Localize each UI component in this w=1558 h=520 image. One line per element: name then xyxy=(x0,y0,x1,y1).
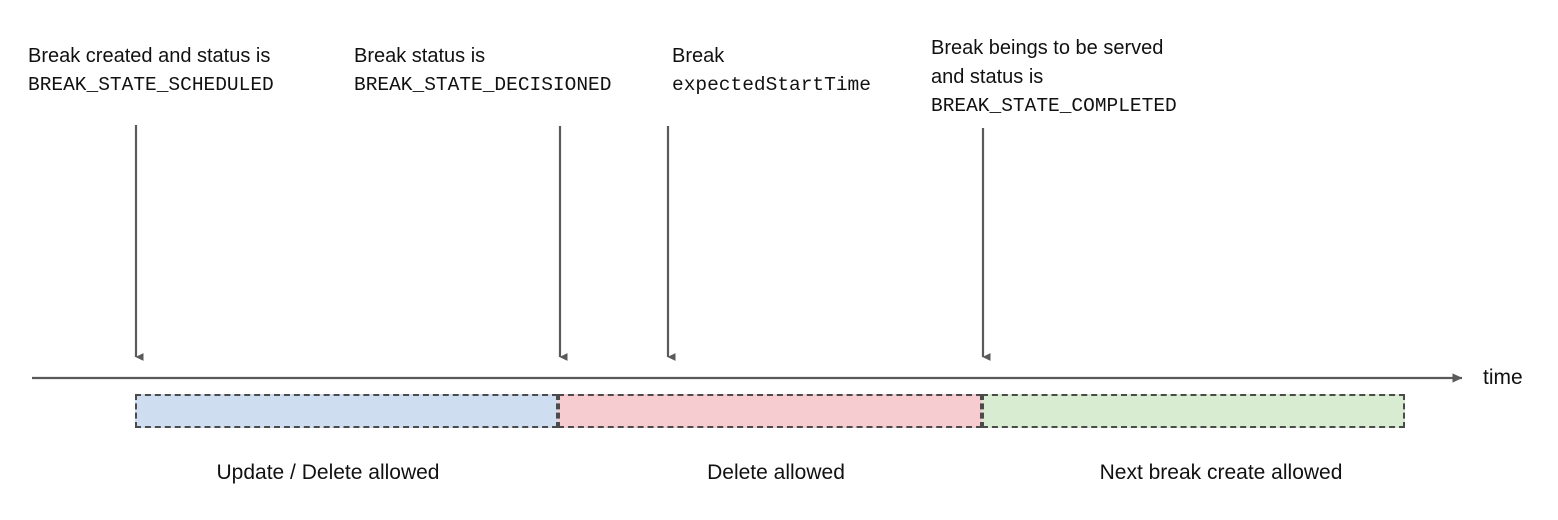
annotation-scheduled-line-2: BREAK_STATE_SCHEDULED xyxy=(28,74,274,96)
annotation-completed: Break beings to be served and status is … xyxy=(931,34,1177,121)
time-axis-label: time xyxy=(1483,366,1523,389)
annotation-decisioned-line-1: Break status is xyxy=(354,45,486,67)
annotation-completed-line-1: Break beings to be served xyxy=(931,37,1164,59)
phase-caption-update-delete: Update / Delete allowed xyxy=(216,461,440,484)
annotation-completed-line-2: and status is xyxy=(931,66,1044,88)
annotation-scheduled: Break created and status is BREAK_STATE_… xyxy=(28,42,274,100)
phase-bar-update-delete xyxy=(135,394,558,428)
phase-caption-next-break-create: Next break create allowed xyxy=(1099,461,1343,484)
annotation-completed-line-3: BREAK_STATE_COMPLETED xyxy=(931,95,1177,117)
phase-caption-delete-only: Delete allowed xyxy=(707,461,845,484)
annotation-expected-start-time-line-1: Break xyxy=(672,45,725,67)
annotation-expected-start-time: Break expectedStartTime xyxy=(672,42,871,100)
annotation-scheduled-line-1: Break created and status is xyxy=(28,45,271,67)
phase-bar-next-break-create xyxy=(982,394,1405,428)
annotation-expected-start-time-line-2: expectedStartTime xyxy=(672,74,871,96)
phase-bar-delete-only xyxy=(558,394,982,428)
annotation-decisioned-line-2: BREAK_STATE_DECISIONED xyxy=(354,74,612,96)
annotation-decisioned: Break status is BREAK_STATE_DECISIONED xyxy=(354,42,611,100)
